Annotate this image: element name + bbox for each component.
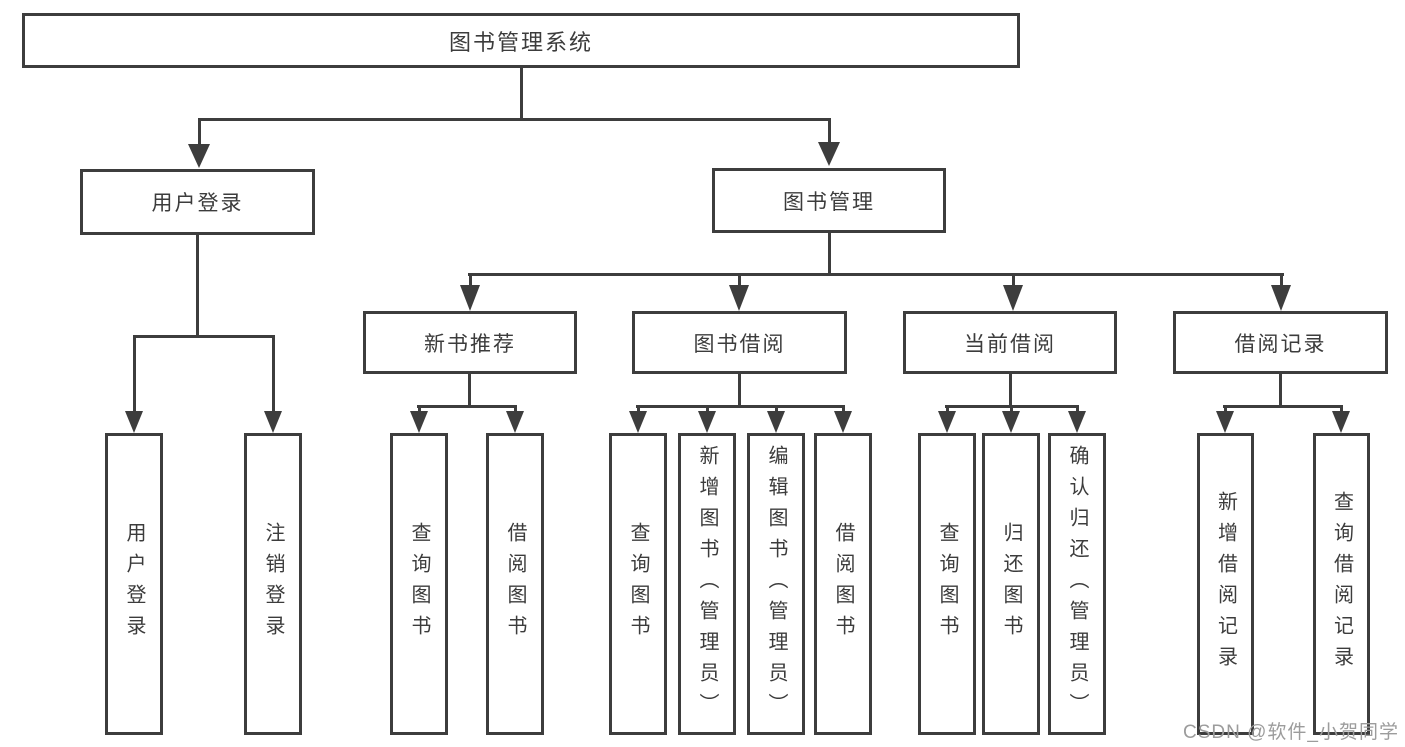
connector-to-leaf-user-login <box>133 335 136 412</box>
connector-to-leaf-return-books <box>1010 405 1013 414</box>
leaf-user-login-label: 用户登录 <box>123 522 145 646</box>
connector-level2-bar <box>198 118 831 121</box>
connector-new-book-recommend-bar <box>417 405 517 408</box>
leaf-borrow-books-recommend-label: 借阅图书 <box>504 522 526 646</box>
connector-borrowing-records-bar <box>1223 405 1343 408</box>
connector-to-leaf-query-books-3 <box>946 405 949 414</box>
leaf-query-books-current: 查询图书 <box>918 433 976 735</box>
leaf-return-books: 归还图书 <box>982 433 1040 735</box>
leaf-query-books-recommend-label: 查询图书 <box>408 522 430 646</box>
arrowhead-leaf-edit-books-icon <box>767 411 785 433</box>
connector-to-borrowing-records <box>1280 273 1283 287</box>
connector-to-leaf-query-books-1 <box>418 405 421 414</box>
connector-current-borrowing-stem <box>1009 374 1012 406</box>
connector-new-book-recommend-stem <box>468 374 471 406</box>
arrowhead-borrowing-records-icon <box>1271 285 1291 311</box>
connector-book-borrowing-stem <box>738 374 741 406</box>
connector-to-book-borrowing <box>738 273 741 287</box>
leaf-logout: 注销登录 <box>244 433 302 735</box>
connector-level3-bar <box>468 273 1284 276</box>
arrowhead-leaf-add-books-icon <box>698 411 716 433</box>
connector-user-login-bar <box>133 335 275 338</box>
leaf-confirm-return-admin-label: 确认归还（管理员） <box>1066 444 1088 724</box>
connector-to-book-management <box>828 118 831 144</box>
arrowhead-leaf-query-books-3-icon <box>938 411 956 433</box>
node-current-borrowing-label: 当前借阅 <box>964 332 1056 356</box>
leaf-borrow-books-borrowing: 借阅图书 <box>814 433 872 735</box>
connector-to-leaf-borrow-books-1 <box>514 405 517 414</box>
leaf-borrow-books-borrowing-label: 借阅图书 <box>832 522 854 646</box>
leaf-confirm-return-admin: 确认归还（管理员） <box>1048 433 1106 735</box>
arrowhead-leaf-borrow-books-1-icon <box>506 411 524 433</box>
connector-to-user-login <box>198 118 201 146</box>
node-user-login: 用户登录 <box>80 169 315 235</box>
node-new-book-recommend: 新书推荐 <box>363 311 577 374</box>
arrowhead-book-management-icon <box>818 142 840 166</box>
arrowhead-leaf-add-record-icon <box>1216 411 1234 433</box>
connector-user-login-stem <box>196 235 199 335</box>
connector-to-leaf-add-books <box>706 405 709 414</box>
node-borrowing-records-label: 借阅记录 <box>1234 332 1327 356</box>
arrowhead-leaf-user-login-icon <box>125 411 143 433</box>
leaf-query-books-borrowing: 查询图书 <box>609 433 667 735</box>
arrowhead-new-book-recommend-icon <box>460 285 480 311</box>
csdn-watermark: CSDN @软件_小贺同学 <box>1183 722 1399 743</box>
connector-root-stem <box>520 68 523 118</box>
leaf-edit-books-admin-label: 编辑图书（管理员） <box>765 444 787 724</box>
arrowhead-leaf-query-books-1-icon <box>410 411 428 433</box>
node-new-book-recommend-label: 新书推荐 <box>424 332 516 356</box>
arrowhead-leaf-confirm-return-icon <box>1068 411 1086 433</box>
connector-to-leaf-confirm-return <box>1076 405 1079 414</box>
leaf-logout-label: 注销登录 <box>262 522 284 646</box>
leaf-return-books-label: 归还图书 <box>1000 522 1022 646</box>
leaf-user-login: 用户登录 <box>105 433 163 735</box>
arrowhead-leaf-borrow-books-2-icon <box>834 411 852 433</box>
leaf-add-borrowing-record-label: 新增借阅记录 <box>1214 491 1237 677</box>
connector-book-management-stem <box>828 233 831 275</box>
connector-to-current-borrowing <box>1012 273 1015 287</box>
connector-to-leaf-borrow-books-2 <box>842 405 845 414</box>
node-book-borrowing: 图书借阅 <box>632 311 847 374</box>
connector-to-leaf-logout <box>272 335 275 412</box>
node-user-login-label: 用户登录 <box>151 192 244 215</box>
connector-to-new-book-recommend <box>469 273 472 287</box>
node-current-borrowing: 当前借阅 <box>903 311 1117 374</box>
leaf-query-borrowing-record-label: 查询借阅记录 <box>1330 491 1353 677</box>
connector-borrowing-records-stem <box>1279 374 1282 406</box>
connector-to-leaf-query-record <box>1340 405 1343 414</box>
leaf-edit-books-admin: 编辑图书（管理员） <box>747 433 805 735</box>
connector-book-borrowing-bar <box>636 405 845 408</box>
connector-to-leaf-query-books-2 <box>637 405 640 414</box>
node-book-borrowing-label: 图书借阅 <box>693 332 786 356</box>
leaf-query-books-current-label: 查询图书 <box>936 522 958 646</box>
leaf-add-borrowing-record: 新增借阅记录 <box>1197 433 1254 735</box>
leaf-add-books-admin-label: 新增图书（管理员） <box>696 444 718 724</box>
arrowhead-book-borrowing-icon <box>729 285 749 311</box>
leaf-add-books-admin: 新增图书（管理员） <box>678 433 736 735</box>
arrowhead-leaf-logout-icon <box>264 411 282 433</box>
leaf-borrow-books-recommend: 借阅图书 <box>486 433 544 735</box>
arrowhead-leaf-query-books-2-icon <box>629 411 647 433</box>
connector-to-leaf-add-record <box>1224 405 1227 414</box>
leaf-query-books-borrowing-label: 查询图书 <box>627 522 649 646</box>
node-book-management-label: 图书管理 <box>783 190 875 214</box>
connector-to-leaf-edit-books <box>775 405 778 414</box>
leaf-query-borrowing-record: 查询借阅记录 <box>1313 433 1370 735</box>
arrowhead-user-login-icon <box>188 144 210 168</box>
node-borrowing-records: 借阅记录 <box>1173 311 1388 374</box>
node-root-system: 图书管理系统 <box>22 13 1020 68</box>
arrowhead-current-borrowing-icon <box>1003 285 1023 311</box>
node-root-system-label: 图书管理系统 <box>448 29 593 55</box>
node-book-management: 图书管理 <box>712 168 946 233</box>
arrowhead-leaf-return-books-icon <box>1002 411 1020 433</box>
leaf-query-books-recommend: 查询图书 <box>390 433 448 735</box>
arrowhead-leaf-query-record-icon <box>1332 411 1350 433</box>
